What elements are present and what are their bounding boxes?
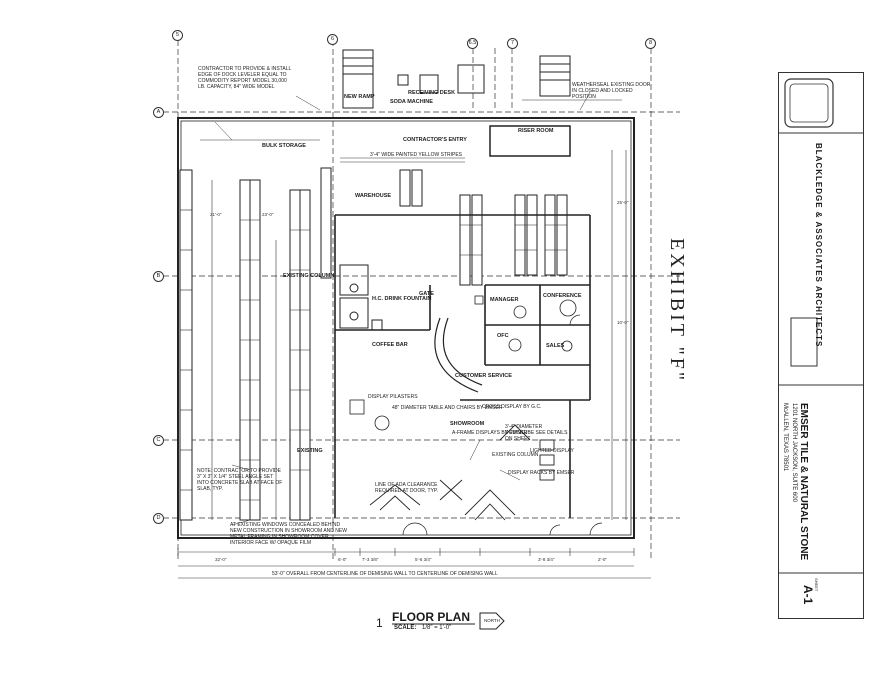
dim-3: 25'-0" <box>617 200 629 205</box>
label-riser-room: RISER ROOM <box>518 128 554 134</box>
grid-tag-7: 7 <box>507 38 518 49</box>
dim-10: 32'-0" <box>215 557 227 562</box>
note-ada-clearance: LINE OF ADA CLEARANCE REQUIRED AT DOOR, … <box>375 482 438 494</box>
grid-tag-6-5: 6.5 <box>467 38 478 49</box>
sheet-number: A-1 <box>801 585 815 605</box>
exhibit-label: EXHIBIT "F" <box>666 238 688 384</box>
exterior-walls <box>177 117 635 539</box>
storage-racks <box>179 167 568 521</box>
note-display-pillar: DISPLAY PILASTERS <box>368 394 418 400</box>
note-aframe: A-FRAME DISPLAYS BY EMSER <box>452 430 528 436</box>
label-bulk-storage: BULK STORAGE <box>262 143 306 149</box>
yellow-stripes <box>200 99 622 163</box>
label-ofc: OFC <box>497 333 509 339</box>
label-coffee-bar: COFFEE BAR <box>372 342 408 348</box>
note-lighted-display: LIGHTED DISPLAY <box>530 448 574 454</box>
label-contractors-entry: CONTRACTOR'S ENTRY <box>403 137 467 143</box>
note-overall-dim: 53'-0" OVERALL FROM CENTERLINE OF DEMISI… <box>272 571 498 577</box>
firm-name: BLACKLEDGE & ASSOCIATES ARCHITECTS <box>814 143 823 348</box>
note-yellow-stripes: 3'-4" WIDE PAINTED YELLOW STRIPES <box>370 152 463 158</box>
dim-1: 21'-0" <box>210 212 222 217</box>
dim-9: 2'-0" <box>598 557 607 562</box>
restrooms <box>339 264 383 331</box>
doors <box>402 314 603 536</box>
dim-2: 23'-0" <box>262 212 274 217</box>
label-water-fountain: H.C. DRINK FOUNTAIN <box>372 296 432 302</box>
label-existing: EXISTING <box>297 448 323 454</box>
label-manager: MANAGER <box>490 297 519 303</box>
grid-tag-b: B <box>153 271 164 282</box>
label-existing-column: EXISTING COLUMN <box>283 273 335 279</box>
rack-divisions <box>180 209 567 501</box>
note-weatherseal: WEATHERSEAL EXISTING DOOR IN CLOSED AND … <box>572 82 651 100</box>
title-block: BLACKLEDGE & ASSOCIATES ARCHITECTS EMSER… <box>778 72 864 619</box>
label-showroom: SHOWROOM <box>450 421 485 427</box>
showroom-displays <box>369 424 555 521</box>
office-furniture <box>349 295 577 431</box>
grid-tag-8: 8 <box>645 38 656 49</box>
label-receiving-desk: RECEIVING DESK <box>408 90 456 96</box>
north-arrow-label: NORTH <box>484 618 500 623</box>
label-new-ramp: NEW RAMP <box>344 94 375 100</box>
note-existing-windows: AT EXISTING WINDOWS CONCEALED BEHIND NEW… <box>230 522 347 546</box>
drawing-title: FLOOR PLAN <box>392 610 470 624</box>
note-table-chairs: 48" DIAMETER TABLE AND CHAIRS BY EMSER <box>392 405 503 411</box>
grid-tag-5: 5 <box>172 30 183 41</box>
grid-tag-6: 6 <box>327 34 338 45</box>
dimension-ticks <box>177 548 635 556</box>
drawing-number: 1 <box>376 616 383 630</box>
interior-walls <box>334 214 591 518</box>
note-cross-display-gc: CROSS DISPLAY BY G.C. <box>482 404 542 410</box>
title-block-frame <box>779 78 863 574</box>
scale-label: SCALE: <box>394 625 417 631</box>
title-graphics <box>392 612 505 630</box>
note-display-racks: DISPLAY RACKS BY EMSER <box>508 470 575 476</box>
note-contractor-steel: NOTE: CONTRACTOR TO PROVIDE 3" X 3" X 1/… <box>197 468 283 492</box>
grid-tag-a: A <box>153 107 164 118</box>
address-line-1: 1201 NORTH JACKSON, SUITE 600 <box>791 403 797 502</box>
label-warehouse: WAREHOUSE <box>355 193 392 199</box>
label-customer-service: CUSTOMER SERVICE <box>455 373 512 379</box>
grid-tag-d: D <box>153 513 164 524</box>
address-line-2: McALLEN, TEXAS 78501 <box>782 403 788 472</box>
label-soda-machine: SODA MACHINE <box>390 99 433 105</box>
project-name: EMSER TILE & NATURAL STONE <box>798 403 809 561</box>
note-dock-leveler: CONTRACTOR TO PROVIDE & INSTALL EDGE OF … <box>198 66 292 90</box>
loading-dock <box>342 49 571 157</box>
note-existing-column: EXISTING COLUMN <box>492 452 539 458</box>
label-sales: SALES <box>546 343 565 349</box>
scale-value: 1/8" = 1'-0" <box>422 625 452 631</box>
label-conference: CONFERENCE <box>543 293 582 299</box>
note-diameter-downtube: 3'-4" DIAMETER DOWNTUBE SEE DETAILS ON S… <box>505 424 568 442</box>
dim-8: 3'-8 3/4" <box>538 557 555 562</box>
label-gate: GATE <box>419 291 434 297</box>
leader-lines <box>214 91 591 526</box>
dim-4: 10'-0" <box>617 320 629 325</box>
dim-7: 7'-3 3/8" <box>362 557 379 562</box>
dim-5: 6'-0" <box>338 557 347 562</box>
dim-6: 5'-6 3/4" <box>415 557 432 562</box>
service-counter <box>434 317 483 393</box>
dimension-lines <box>178 150 651 579</box>
grid-tag-c: C <box>153 435 164 446</box>
